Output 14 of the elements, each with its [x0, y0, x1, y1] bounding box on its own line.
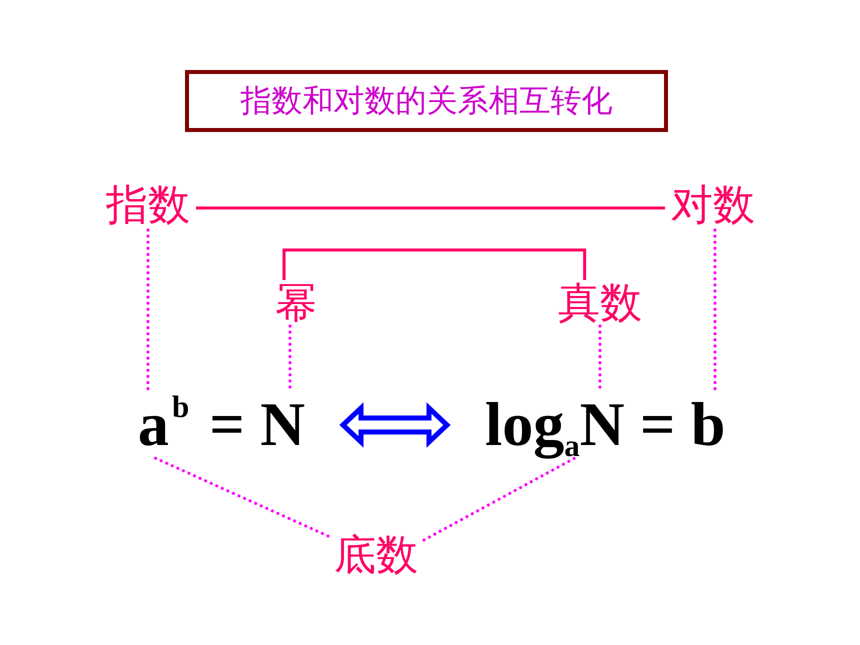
term-label: 指数 — [106, 179, 190, 231]
title-box — [185, 70, 668, 132]
connector-line — [196, 206, 665, 210]
math-formula: log$_{a}$N = b — [485, 390, 726, 460]
term-label: 幂 — [275, 277, 317, 329]
leader-line — [154, 456, 330, 538]
double-arrow — [339, 402, 451, 448]
leader-line — [422, 456, 576, 542]
term-label: 底数 — [334, 529, 418, 581]
term-label: 真数 — [558, 277, 642, 329]
math-formula: a$^{b}$ = N — [138, 390, 305, 460]
title-text: 指数和对数的关系相互转化 — [240, 82, 612, 121]
term-label: 对数 — [671, 179, 755, 231]
bracket-line — [282, 248, 586, 280]
